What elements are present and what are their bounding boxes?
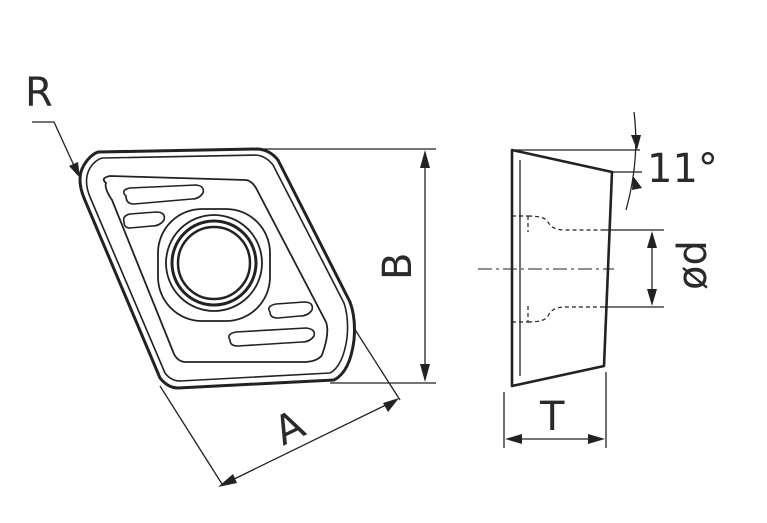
dimension-a [159,327,401,487]
dimension-t-label: T [539,394,565,440]
hole-counterbore-rim [157,208,271,322]
radius-callout: R [25,70,80,178]
chip-groove-lower-1 [268,301,314,319]
dimension-od-label: ød [670,240,716,290]
dimension-t [503,372,607,448]
hole-counterbore [165,214,263,312]
chip-breaker-land [102,175,329,363]
chip-groove-lower-2 [228,327,316,347]
angle-arc [625,111,637,211]
insert-outer-contour-inner-line [85,154,349,382]
clearance-angle-callout [612,111,642,211]
dimension-a-extension-left [159,385,223,485]
radius-leader-arrow-line [53,121,77,171]
dimension-a-line [225,401,393,484]
side-view-outline [510,148,614,388]
dimension-a-extension-right [353,327,401,401]
chip-groove-upper-1 [122,184,205,205]
insert-outer-contour [78,147,356,390]
dimension-b-arrow-bottom [420,364,430,382]
hole-bore-outer [170,219,258,307]
angle-arrow-bottom [632,176,642,190]
chip-groove-upper-2 [122,211,166,229]
dimension-od [604,229,664,308]
hidden-curve-lower [527,306,604,323]
dimension-t-arrow-right [588,434,605,444]
clearance-angle-label: 11° [647,146,718,192]
hidden-curve-upper [527,215,604,231]
dimension-t-arrow-left [505,434,522,444]
hole-bore-inner [176,225,252,301]
dimension-b-arrow-top [420,150,430,168]
insert-side-view [478,148,640,388]
dimension-b [262,148,436,384]
insert-top-view [78,147,356,390]
radius-arrowhead [69,162,80,178]
dimension-a-arrow-left [218,474,237,487]
radius-label: R [25,70,53,116]
dimension-od-arrow-top [647,231,657,248]
dimension-a-label: A [267,401,312,455]
angle-arrow-top [631,135,641,150]
dimension-od-arrow-bottom [647,289,657,306]
dimension-a-arrow-right [383,398,399,412]
hidden-hole-profile [512,215,604,323]
dimension-b-label: B [375,253,421,280]
